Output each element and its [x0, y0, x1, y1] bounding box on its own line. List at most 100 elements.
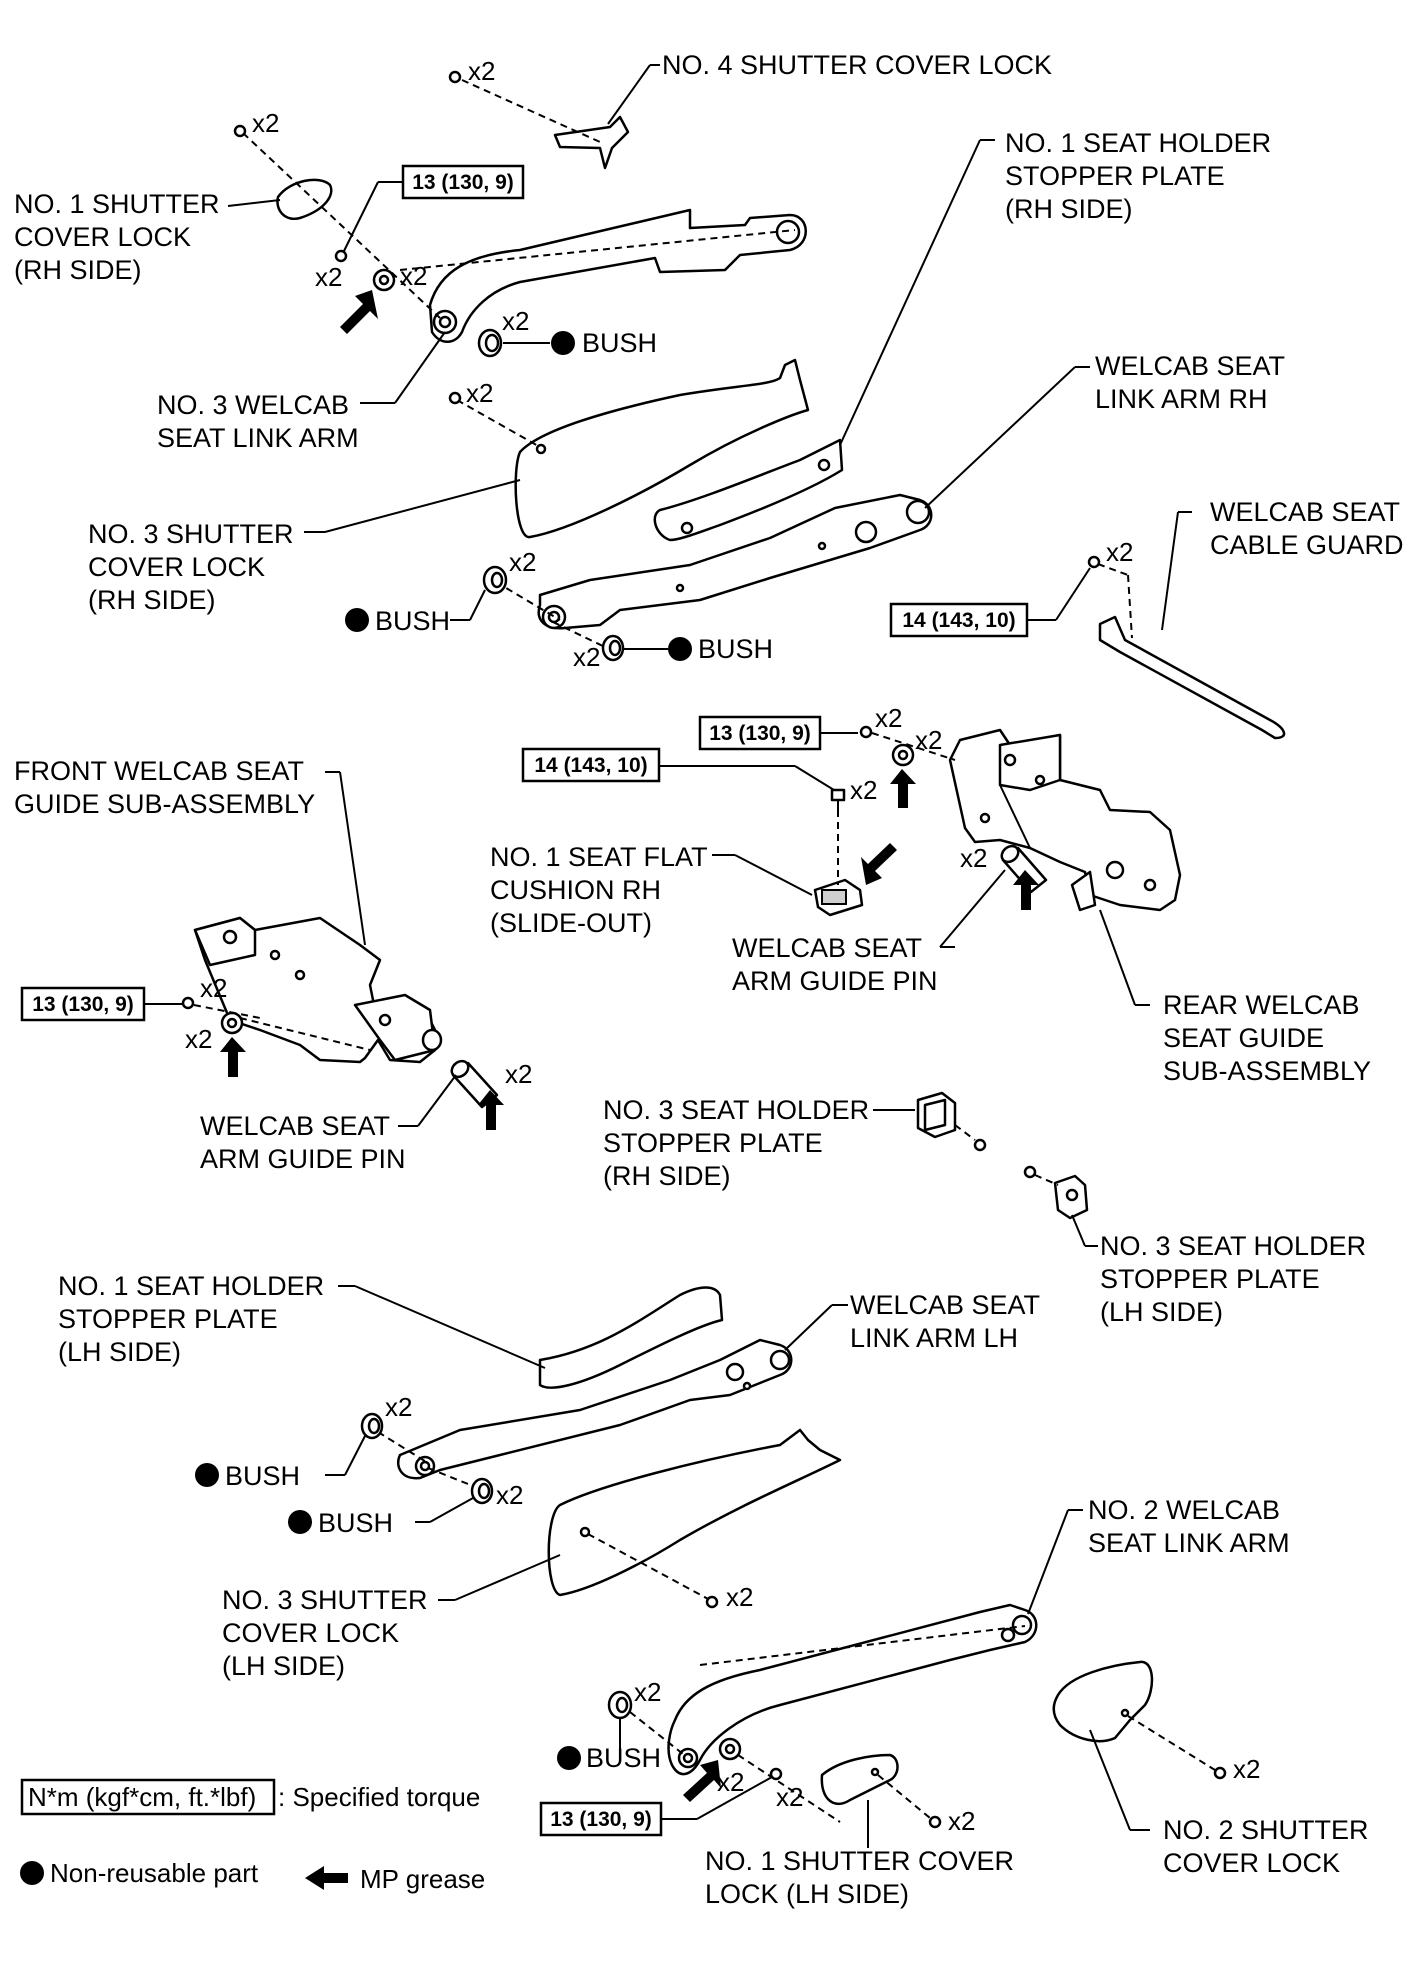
no3-shutter-cover-lock-rh-part: x2 [448, 358, 810, 539]
welcab-seat-arm-guide-pin-right-part: x2 [960, 843, 1048, 910]
label-line: (RH SIDE) [603, 1161, 731, 1191]
label-line: (SLIDE-OUT) [490, 908, 652, 938]
torque-13-callout-3: 13 (130, 9) [20, 986, 182, 1022]
label-welcab-seat-arm-guide-pin-left: WELCAB SEAT ARM GUIDE PIN [200, 1111, 406, 1174]
torque-13-callout-2: 13 (130, 9) [698, 715, 858, 751]
qty-label: x2 [634, 1677, 661, 1707]
label-welcab-seat-arm-guide-pin-right: WELCAB SEAT ARM GUIDE PIN [732, 933, 938, 996]
label-no1-seat-holder-stopper-plate-rh: NO. 1 SEAT HOLDER STOPPER PLATE (RH SIDE… [1005, 128, 1271, 224]
label-line: NO. 3 SHUTTER [222, 1585, 428, 1615]
label-line: WELCAB SEAT [850, 1290, 1040, 1320]
label-line: (RH SIDE) [14, 255, 142, 285]
label-line: STOPPER PLATE [58, 1304, 278, 1334]
qty-label: x2 [726, 1582, 753, 1612]
label-no3-welcab-seat-link-arm: NO. 3 WELCAB SEAT LINK ARM [157, 390, 359, 453]
label-line: WELCAB SEAT [1095, 351, 1285, 381]
label-no3-seat-holder-stopper-plate-lh: NO. 3 SEAT HOLDER STOPPER PLATE (LH SIDE… [1100, 1231, 1366, 1327]
legend-torque-text: : Specified torque [278, 1782, 480, 1812]
label-no1-seat-holder-stopper-plate-lh: NO. 1 SEAT HOLDER STOPPER PLATE (LH SIDE… [58, 1271, 324, 1367]
label-line: SUB-ASSEMBLY [1163, 1056, 1371, 1086]
label-line: NO. 3 SEAT HOLDER [603, 1095, 869, 1125]
torque-value: 13 (130, 9) [32, 993, 134, 1016]
label-line: LOCK (LH SIDE) [705, 1879, 909, 1909]
label-welcab-seat-link-arm-lh: WELCAB SEAT LINK ARM LH [850, 1290, 1040, 1353]
label-line: COVER LOCK [1163, 1848, 1340, 1878]
torque-value: 13 (130, 9) [709, 722, 811, 745]
washer-grease-front-guide: x2 [185, 1011, 246, 1077]
label-line: SEAT LINK ARM [1088, 1528, 1290, 1558]
qty-label: x2 [185, 1024, 212, 1054]
label-welcab-seat-cable-guard: WELCAB SEAT CABLE GUARD [1210, 497, 1404, 560]
no1-seat-holder-stopper-plate-lh-part [538, 1286, 724, 1389]
label-line: (RH SIDE) [1005, 194, 1133, 224]
grease-arrow [478, 1090, 504, 1130]
no1-shutter-cover-lock-rh-part: x2 [233, 108, 441, 319]
rear-welcab-seat-guide-part [948, 728, 1182, 912]
label-no1-shutter-cover-lock-lh: NO. 1 SHUTTER COVER LOCK (LH SIDE) [705, 1846, 1014, 1909]
legend-grease: MP grease [305, 1864, 485, 1894]
label-rear-welcab-seat-guide: REAR WELCAB SEAT GUIDE SUB-ASSEMBLY [1163, 990, 1371, 1086]
no3-seat-holder-stopper-plate-rh-part [916, 1091, 987, 1152]
label-line: NO. 1 SHUTTER [14, 189, 220, 219]
label-line: NO. 2 WELCAB [1088, 1495, 1280, 1525]
washer-grease-rear-guide: x2 [890, 725, 942, 808]
bush-rh-link-arm-front: x2 BUSH [345, 547, 536, 636]
no3-welcab-seat-link-arm-part [399, 208, 807, 343]
qty-label: x2 [385, 1392, 412, 1422]
qty-label: x2 [1106, 537, 1133, 567]
washer-grease-rh-top: x2 [340, 261, 427, 334]
grease-arrow [220, 1037, 246, 1077]
label-line: (LH SIDE) [222, 1651, 345, 1681]
welcab-seat-arm-guide-pin-left-part: x2 [450, 1059, 532, 1130]
label-line: ARM GUIDE PIN [732, 966, 938, 996]
no4-lock-screw: x2 [448, 56, 495, 86]
label-line: NO. 1 SEAT HOLDER [58, 1271, 324, 1301]
qty-label: x2 [915, 725, 942, 755]
legend-grease-text: MP grease [360, 1864, 485, 1894]
grease-arrow [340, 290, 378, 334]
label-line: SEAT LINK ARM [157, 423, 359, 453]
label-line: (LH SIDE) [58, 1337, 181, 1367]
label-line: NO. 1 SHUTTER COVER [705, 1846, 1014, 1876]
label-no2-shutter-cover-lock: NO. 2 SHUTTER COVER LOCK [1163, 1815, 1369, 1878]
grease-arrow [1013, 870, 1039, 910]
label-line: NO. 1 SEAT FLAT [490, 842, 708, 872]
label-no2-welcab-seat-link-arm: NO. 2 WELCAB SEAT LINK ARM [1088, 1495, 1290, 1558]
qty-label: x2 [252, 108, 279, 138]
qty-label: x2 [315, 262, 342, 292]
label-welcab-seat-link-arm-rh: WELCAB SEAT LINK ARM RH [1095, 351, 1285, 414]
torque-13-callout-4: 13 (130, 9) x2 [539, 1767, 803, 1837]
legend: N*m (kgf*cm, ft.*lbf) : Specified torque… [20, 1778, 485, 1894]
label-no4-shutter-cover-lock: NO. 4 SHUTTER COVER LOCK [662, 50, 1052, 80]
torque-value: 14 (143, 10) [902, 609, 1015, 632]
qty-label: x2 [573, 642, 600, 672]
qty-label: x2 [509, 547, 536, 577]
bush-label: BUSH [375, 606, 450, 636]
label-no1-seat-flat-cushion-rh: NO. 1 SEAT FLAT CUSHION RH (SLIDE-OUT) [490, 842, 708, 938]
label-line: NO. 3 WELCAB [157, 390, 349, 420]
label-line: NO. 3 SHUTTER [88, 519, 294, 549]
bush-lh-no2-link-arm: x2 BUSH [557, 1677, 684, 1773]
label-line: (LH SIDE) [1100, 1297, 1223, 1327]
welcab-seat-link-arm-rh-part [495, 493, 933, 649]
label-no3-shutter-cover-lock-lh: NO. 3 SHUTTER COVER LOCK (LH SIDE) [222, 1585, 428, 1681]
label-line: REAR WELCAB [1163, 990, 1360, 1020]
legend-non-reusable: Non-reusable part [20, 1858, 259, 1888]
grease-arrow [683, 1760, 721, 1802]
torque-value: 13 (130, 9) [550, 1808, 652, 1831]
no3-shutter-cover-lock-lh-part: x2 [547, 1428, 842, 1612]
qty-label: x2 [505, 1059, 532, 1089]
no1-seat-flat-cushion-rh-part [813, 810, 897, 917]
torque-14-callout-1: 14 (143, 10) [889, 567, 1091, 638]
label-line: CABLE GUARD [1210, 530, 1404, 560]
qty-label: x2 [717, 1767, 744, 1797]
washer-grease-lh-bottom: x2 [683, 1737, 841, 1823]
cushion-bolt: x2 [830, 775, 877, 812]
label-line: STOPPER PLATE [603, 1128, 823, 1158]
no1-seat-holder-stopper-plate-rh-part [653, 438, 844, 542]
no1-shutter-cover-lock-lh-part: x2 [820, 1753, 975, 1836]
qty-label: x2 [466, 378, 493, 408]
qty-label: x2 [400, 261, 427, 291]
label-line: WELCAB SEAT [1210, 497, 1400, 527]
